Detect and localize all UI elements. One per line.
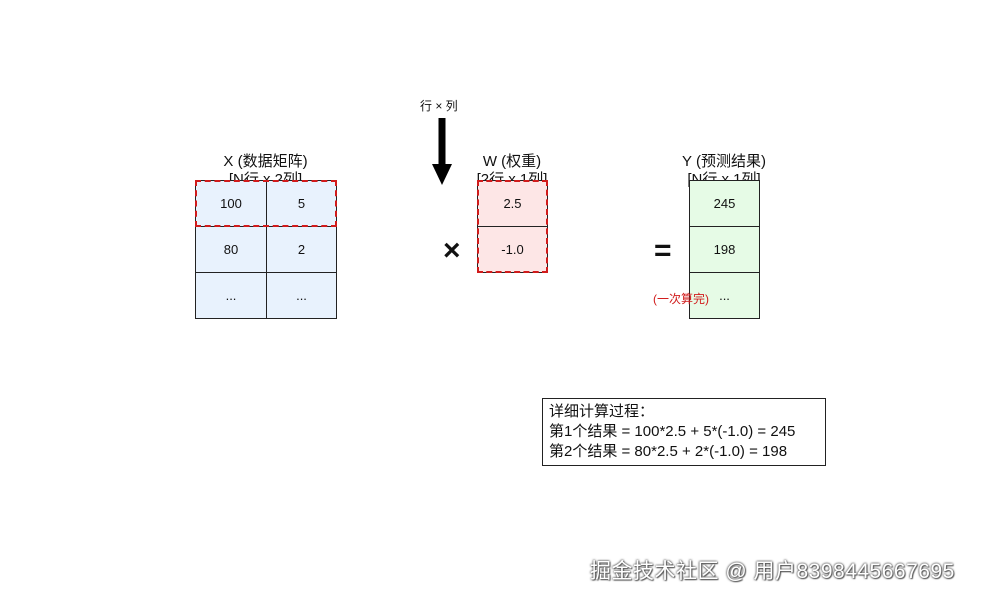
calculation-line: 第1个结果 = 100*2.5 + 5*(-1.0) = 245 — [549, 423, 796, 440]
matrix-y-title: Y (预测结果) — [682, 153, 766, 170]
matrix-x-cell: 100 — [195, 180, 267, 227]
arrow-label: 行 × 列 — [420, 99, 458, 113]
note-label: (一次算完) — [653, 292, 709, 306]
calculation-line: 第2个结果 = 80*2.5 + 2*(-1.0) = 198 — [549, 443, 788, 460]
matrix-x-cell: 2 — [266, 226, 337, 273]
calculation-box: 详细计算过程： 第1个结果 = 100*2.5 + 5*(-1.0) = 245… — [542, 398, 826, 466]
matrix-x-cell: ... — [266, 272, 337, 319]
matrix-y-cell: 245 — [689, 180, 760, 227]
matrix-x-cell: 5 — [266, 180, 337, 227]
matrix-w-cell: -1.0 — [477, 226, 548, 273]
matrix-w-title: W (权重) — [482, 153, 542, 170]
matrix-x-title: X (数据矩阵) — [223, 153, 308, 170]
down-arrow-icon — [432, 118, 452, 185]
matrix-x-cell: 80 — [195, 226, 267, 273]
matrix-y-cell: 198 — [689, 226, 760, 273]
equals-sign: = — [654, 234, 672, 267]
matrix-y-cell: ... — [689, 272, 760, 319]
calculation-heading: 详细计算过程： — [549, 403, 655, 420]
watermark: 掘金技术社区 @ 用户8398445667695 — [590, 560, 955, 583]
matrix-x-cell: ... — [195, 272, 267, 319]
multiply-sign: × — [443, 234, 461, 267]
matrix-w-cell: 2.5 — [477, 180, 548, 227]
